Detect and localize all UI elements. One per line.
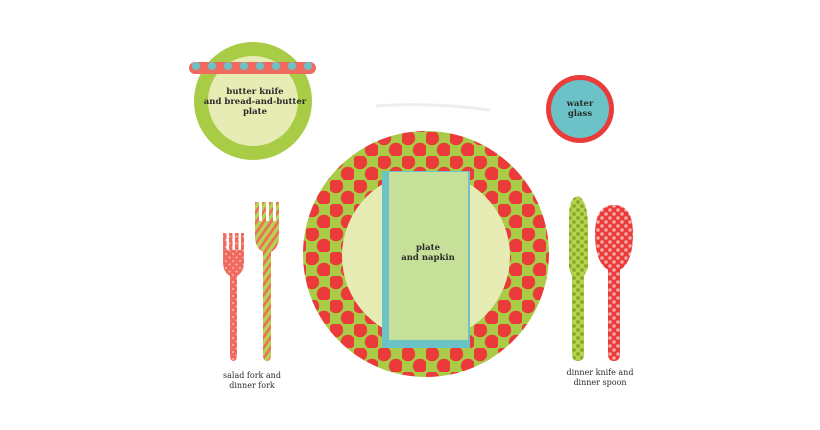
napkin-icon: [382, 171, 470, 348]
dinner-spoon-icon: [595, 205, 633, 361]
salad-fork-icon: [223, 233, 244, 361]
left-cutlery-label: salad fork and dinner fork: [223, 371, 281, 390]
bread-plate-label: butter knife and bread-and-butter plate: [203, 87, 307, 117]
water-glass-label: water glass: [566, 99, 594, 119]
butter-knife-icon: [189, 62, 316, 74]
dinner-knife-icon: [569, 196, 588, 361]
water-glass-icon: [546, 75, 614, 143]
right-cutlery-label: dinner knife and dinner spoon: [566, 368, 634, 387]
dinner-fork-icon: [255, 202, 279, 361]
dinner-plate-label: plate and napkin: [401, 243, 455, 263]
